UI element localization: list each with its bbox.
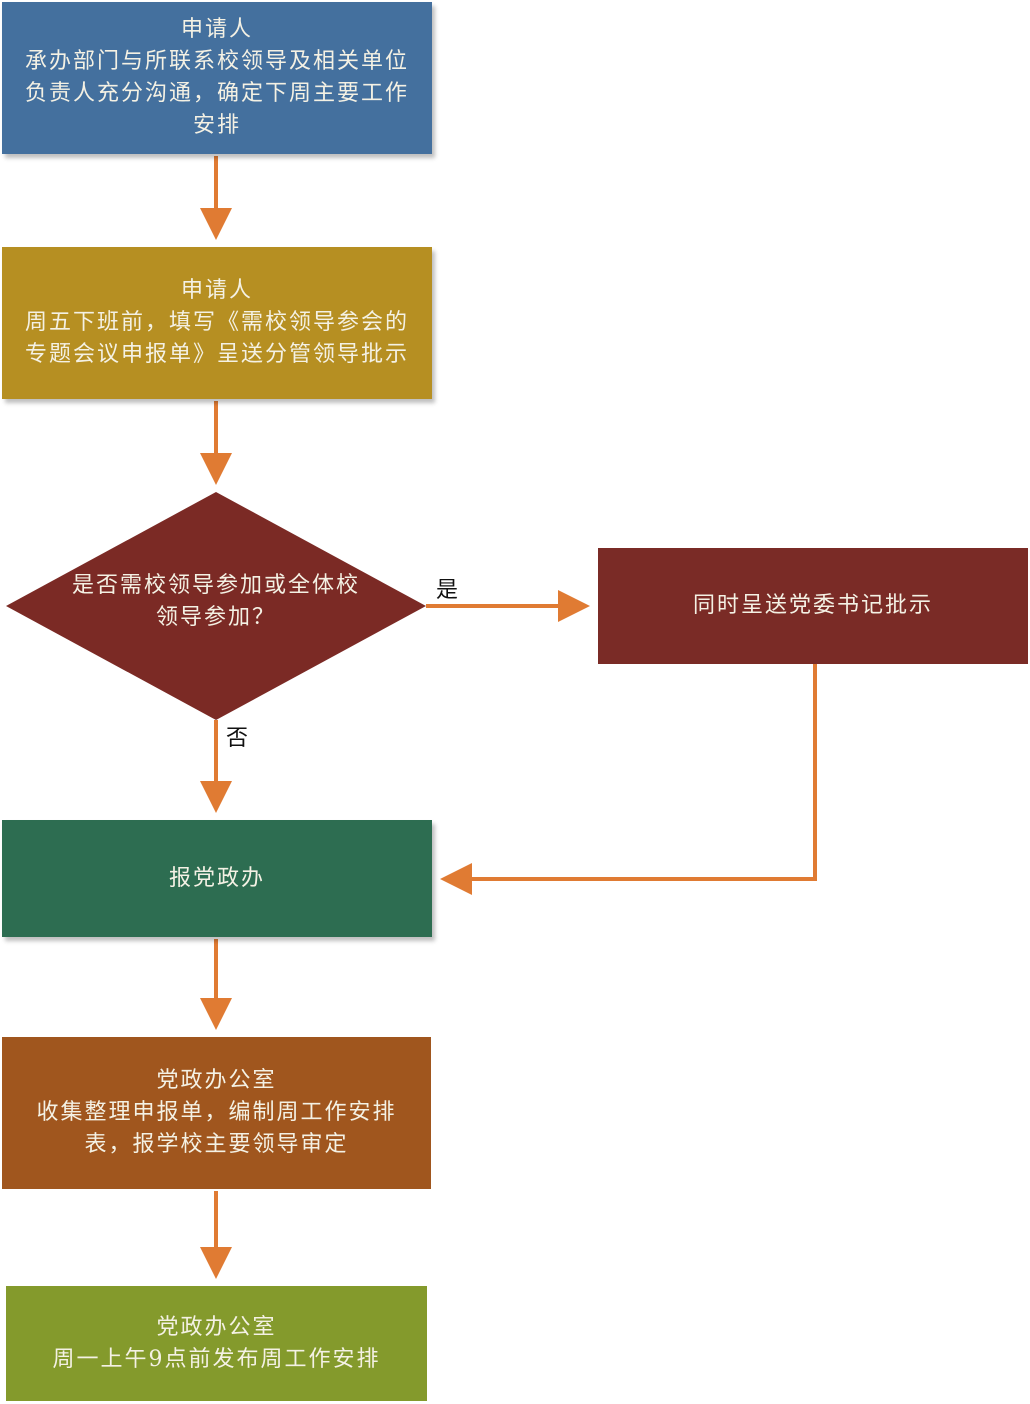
step2-title: 申请人 (180, 278, 253, 303)
no-label: 否 (226, 726, 249, 751)
step2-box: 申请人 周五下班前，填写《需校领导参会的专题会议申报单》呈送分管领导批示 (2, 247, 432, 399)
arrow-side-step3 (440, 664, 817, 895)
step2-body: 周五下班前，填写《需校领导参会的专题会议申报单》呈送分管领导批示 (24, 310, 409, 367)
decision-text: 是否需校领导参加或全体校领导参加？ (71, 573, 360, 630)
side-text: 同时呈送党委书记批示 (692, 593, 933, 618)
decision-diamond (6, 492, 426, 720)
step5-title: 党政办公室 (156, 1314, 277, 1340)
step1-box: 申请人 承办部门与所联系校领导及相关单位负责人充分沟通，确定下周主要工作安排 (2, 2, 432, 154)
step4-body: 收集整理申报单，编制周工作安排表，报学校主要领导审定 (36, 1100, 397, 1157)
step1-title: 申请人 (180, 17, 253, 42)
step3-box: 报党政办 (2, 820, 432, 937)
step3-text: 报党政办 (168, 865, 265, 891)
step4-box: 党政办公室 收集整理申报单，编制周工作安排表，报学校主要领导审定 (2, 1037, 431, 1189)
step5-body: 周一上午9点前发布周工作安排 (52, 1346, 381, 1372)
step4-title: 党政办公室 (156, 1068, 277, 1093)
step1-body: 承办部门与所联系校领导及相关单位负责人充分沟通，确定下周主要工作安排 (24, 49, 409, 138)
side-box: 同时呈送党委书记批示 (598, 548, 1028, 664)
yes-label: 是 (436, 578, 459, 603)
step5-box: 党政办公室 周一上午9点前发布周工作安排 (6, 1286, 427, 1401)
